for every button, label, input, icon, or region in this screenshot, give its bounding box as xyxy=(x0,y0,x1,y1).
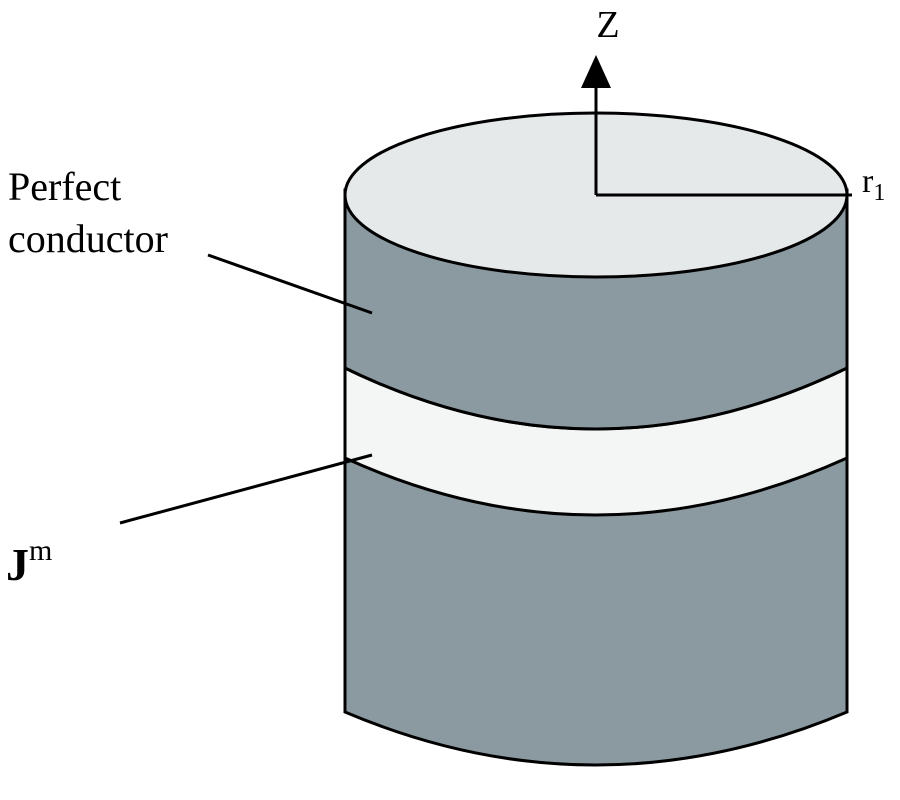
radius-label: r1 xyxy=(862,163,885,206)
conductor-leader-line xyxy=(207,253,373,315)
radius-label-main: r xyxy=(862,163,874,200)
current-leader-line xyxy=(119,453,373,525)
conductor-label-line2: conductor xyxy=(8,216,168,261)
radius-label-subscript: 1 xyxy=(873,180,885,206)
current-label: Jm xyxy=(6,534,52,590)
conductor-label-line1: Perfect xyxy=(8,164,121,209)
z-axis-arrowhead xyxy=(581,55,611,88)
z-axis-label: Z xyxy=(596,4,619,46)
current-label-superscript: m xyxy=(29,534,52,567)
current-label-main: J xyxy=(6,539,29,590)
